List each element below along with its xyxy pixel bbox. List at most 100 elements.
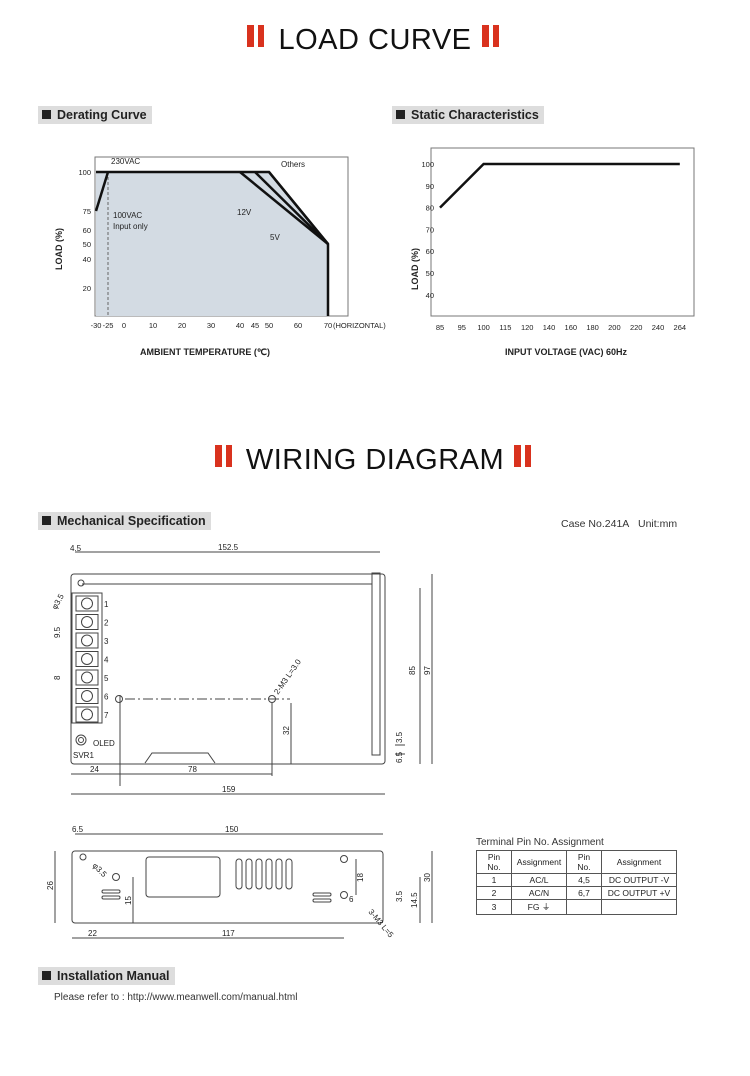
cell: 1: [476, 873, 512, 887]
y-tick-label: 70: [426, 225, 434, 234]
chart-annotation: Input only: [113, 222, 148, 231]
y-axis-label: LOAD (%): [410, 248, 420, 290]
y-tick-label: 50: [83, 240, 91, 249]
x-tick-label: 30: [207, 321, 215, 330]
series-line-others: [268, 171, 329, 245]
x-tick-label: 100: [477, 323, 490, 332]
series-line: [439, 162, 680, 209]
led-label: OLED: [93, 739, 115, 748]
dim-label: 117: [222, 929, 235, 938]
y-tick-label: 40: [83, 255, 91, 264]
terminal-number: 7: [104, 711, 109, 720]
dim-label: 2-M3 L=3.0: [272, 657, 303, 696]
section-title: LOAD CURVE: [278, 24, 472, 56]
y-tick-label: 90: [426, 182, 434, 191]
mechanical-tag: Mechanical Specification: [38, 512, 211, 530]
x-tick-label: 115: [499, 323, 511, 332]
dim-label: 30: [423, 873, 432, 882]
terminal-block: [75, 614, 99, 630]
chart-annotation: 5V: [270, 233, 280, 242]
x-tick-label: 45: [251, 321, 259, 330]
header-cell: Assignment: [511, 850, 567, 874]
x-tick-label: 40: [236, 321, 244, 330]
cell: FG ⏚: [511, 899, 567, 915]
series-line-12v: [254, 171, 329, 245]
installation-link[interactable]: Please refer to : http://www.meanwell.co…: [54, 992, 298, 1003]
terminal-screw-icon: [81, 671, 93, 684]
x-tick-label: -25: [103, 321, 114, 330]
cell: 4,5: [566, 873, 602, 887]
terminal-block: [75, 595, 99, 612]
x-tick-label: 95: [458, 323, 466, 332]
terminal-block: [75, 632, 99, 649]
dim-label: 9.5: [53, 626, 62, 638]
x-tick-label: 10: [149, 321, 157, 330]
x-tick-label: 0: [122, 321, 126, 330]
dim-label: 85: [408, 666, 417, 675]
terminal-number: 1: [104, 600, 109, 609]
x-tick-label: 60: [294, 321, 302, 330]
x-tick-label: 140: [543, 323, 556, 332]
derating-area: [96, 172, 328, 316]
dim-label: 22: [88, 929, 97, 938]
section-title: WIRING DIAGRAM: [245, 444, 505, 476]
y-tick-label: 80: [426, 204, 434, 213]
cell: 2: [476, 886, 512, 900]
cell: AC/L: [511, 873, 567, 887]
x-tick-label: 200: [608, 323, 621, 332]
x-axis-label: AMBIENT TEMPERATURE (℃): [140, 347, 270, 357]
derating-tag: Derating Curve: [38, 106, 152, 124]
dim-label: φ3.5: [50, 592, 66, 611]
x-tick-label: 240: [652, 323, 665, 332]
y-tick-label: 60: [426, 247, 434, 256]
terminal-screw-icon: [81, 634, 93, 647]
terminal-block: [75, 706, 99, 723]
y-tick-label: 100: [421, 160, 434, 169]
dim-label: 6.5: [395, 751, 404, 763]
header-cell: Pin No.: [476, 850, 512, 874]
tag-label: Derating Curve: [57, 108, 147, 122]
x-tick-label: 220: [630, 323, 643, 332]
cell: [566, 899, 602, 915]
accent-bars-icon: [214, 442, 236, 475]
terminal-number: 5: [104, 674, 109, 683]
x-tick-label: -30: [91, 321, 102, 330]
dim-label: 3-M3 L=5: [366, 908, 395, 940]
terminal-screw-icon: [81, 653, 93, 665]
dim-label: 8: [53, 675, 62, 680]
terminal-screw-icon: [81, 690, 93, 702]
dim-label: 78: [188, 765, 197, 774]
cell: DC OUTPUT +V: [601, 886, 677, 900]
cell: 6,7: [566, 886, 602, 900]
x-tick-label: 70: [324, 321, 332, 330]
chart-annotation: 100VAC: [113, 211, 142, 220]
static-tag: Static Characteristics: [392, 106, 544, 124]
cell: DC OUTPUT -V: [601, 873, 677, 887]
terminal-number: 2: [104, 619, 109, 628]
installation-tag: Installation Manual: [38, 967, 175, 985]
x-tick-label: 50: [265, 321, 273, 330]
dim-label: 15: [124, 896, 133, 905]
x-tick-label: 180: [586, 323, 599, 332]
terminal-screw-icon: [81, 708, 93, 721]
dim-label: 26: [46, 881, 55, 890]
plot-frame: [430, 147, 695, 317]
y-tick-label: 50: [426, 269, 434, 278]
dim-label: 6: [349, 895, 354, 904]
x-tick-label: 20: [178, 321, 186, 330]
dim-label: 97: [423, 666, 432, 675]
case-number: Case No.241A: [561, 518, 630, 530]
pin-table-title: Terminal Pin No. Assignment: [476, 837, 604, 848]
dim-label: 18: [356, 873, 365, 882]
section-header-load-curve: LOAD CURVE: [0, 24, 750, 58]
dim-label: 4.5: [70, 544, 82, 553]
series-line-100vac: [94, 171, 110, 212]
y-tick-label: 20: [83, 284, 91, 293]
dim-label: 24: [90, 765, 99, 774]
